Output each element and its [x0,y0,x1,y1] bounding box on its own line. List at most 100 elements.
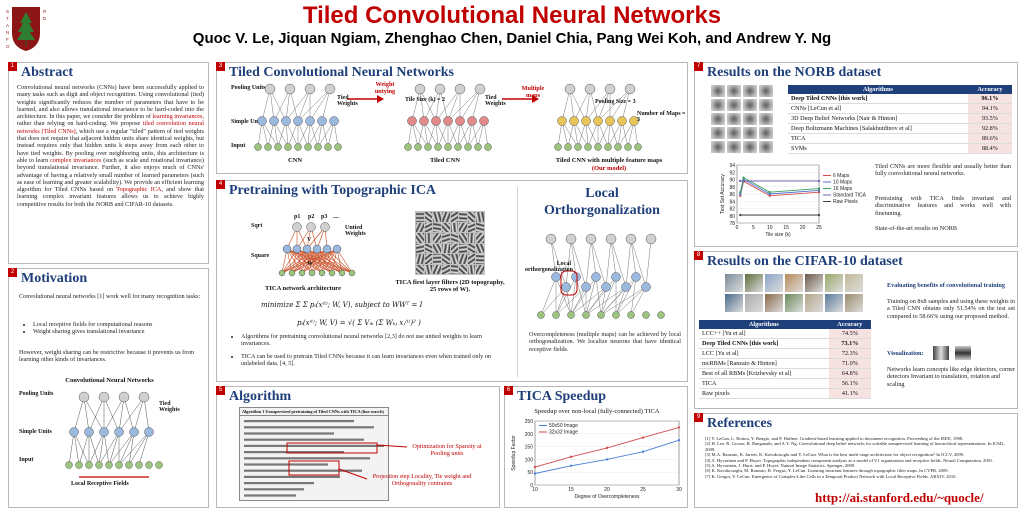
panel-number: 1 [8,62,17,71]
local-orth-simple-node [641,282,651,292]
cnn-connection [143,396,150,433]
data-point [739,194,742,198]
panel-number: 6 [504,386,513,395]
filter-cell [441,254,450,264]
cnn-input-node [115,461,123,469]
stanford-logo-icon: S T A N F O R D [4,3,48,53]
algorithm-title: Algorithm [229,389,292,404]
tiled-cnn-3-connection [597,88,631,122]
filter-cell [416,243,424,253]
filter-cell [441,212,450,222]
header: S T A N F O R D Tiled Convolutional Neur… [0,0,1024,56]
tica-network-diagram [278,222,356,277]
data-point [641,436,645,439]
vis-filter-2 [955,346,971,360]
local-orth-connection [570,238,587,288]
cnn-simple-node [144,427,154,437]
cifar-thumbnail [745,294,763,312]
tiled-cnn-2-simple-node [407,116,417,126]
tiled-cnn-3-input-node [584,143,592,151]
list-item: Algorithms for pretraining convolutional… [241,333,511,348]
tiled-cnn-2-connection [467,120,485,148]
filter-cell [450,254,459,264]
sqrt-label: Sqrt [251,223,263,229]
cifar-thumbnail [825,294,843,312]
legend-entry: 6 Maps [833,173,850,179]
x-tick-label: 15 [783,225,789,231]
tiled-cnn-1-input-node [314,143,322,151]
local-orth-pooling-node [625,233,637,245]
filter-cell [416,212,424,222]
table-row: Deep Boltzmann Machines [Salakhutdinov e… [788,123,1012,134]
cnn-input-node [95,461,103,469]
panel-number: 4 [216,180,225,189]
cifar-thumbnail [805,294,823,312]
tiled-cnn-3-input-node [554,143,562,151]
x-tick-label: 10 [767,225,773,231]
pseudocode-line [244,426,374,429]
data-point [817,187,821,190]
panel-number: 8 [694,251,703,260]
svg-text:T: T [6,16,9,21]
untied-weights-label: Untied Weights [345,225,366,237]
local-orth-input-node [597,311,605,319]
cnn-connection [103,396,125,433]
cnn-connection [73,431,90,466]
tica-input-node [308,269,316,277]
cnn-pooling-node [118,391,130,403]
w-label: W [307,261,313,267]
y-tick-label: 82 [729,207,735,213]
local-orth-simple-node [591,272,601,282]
cnn-connection [133,396,145,433]
table-row: CNNs [LeCun et al]94.1% [788,103,1012,114]
x-tick-label: 30 [676,487,682,493]
pseudocode-line [244,457,370,460]
pooling-units-label: Pooling Units [231,85,266,91]
tica-connection [306,226,326,250]
pretraining-title: Pretraining with Topographic ICA [229,183,437,198]
local-orth-connection [570,276,577,316]
tiled-cnn-2-connection [435,120,449,148]
logo-letters: S [6,9,9,14]
pseudocode-line [244,438,364,441]
data-point [569,464,573,467]
cnn-pooling-node [138,391,150,403]
tiled-cnn-1-connection [273,120,289,148]
cnn-connection [78,431,90,466]
caption-cnn: CNN [287,157,303,164]
local-orth-connection [565,286,572,316]
tiled-cnn-1-pooling-node [304,83,316,95]
local-orth-connection [550,238,567,288]
tiled-cnn-2-connection [419,88,437,122]
tica-square-node [282,244,292,254]
cnn-connection [98,431,105,466]
tiled-cnn-2-input-node [414,143,422,151]
tiled-cnn-3-input-node [574,143,582,151]
svg-text:D: D [43,16,47,21]
tiled-cnn-2-connection [447,88,461,122]
tica-connection [281,248,298,274]
local-orth-simple-node [621,282,631,292]
local-orth-connection [630,286,647,316]
cnn-connection [103,431,110,466]
filter-cell [433,212,441,222]
data-point [768,194,771,198]
tiled-cnn-2-connection [447,120,461,148]
tiled-cnn-3-input-node [614,143,622,151]
cnn-connection [128,431,135,466]
tica-connection [311,248,338,274]
tiled-cnn-1-input-node [324,143,332,151]
pseudocode-line [244,463,328,466]
local-receptive-fields-label: Local Receptive Fields [71,481,129,487]
filter-cell [441,222,450,232]
filter-cell [433,264,441,274]
local-orth-connection [570,238,577,278]
cnn-input-node [145,461,153,469]
pooling-units-label: Pooling Units [19,391,54,397]
filter-cell [476,254,484,264]
homepage-link[interactable]: http://ai.stanford.edu/~quocle/ [815,490,984,505]
weight-untying-label: Weight untying [374,81,396,95]
tica-input-node [288,269,296,277]
